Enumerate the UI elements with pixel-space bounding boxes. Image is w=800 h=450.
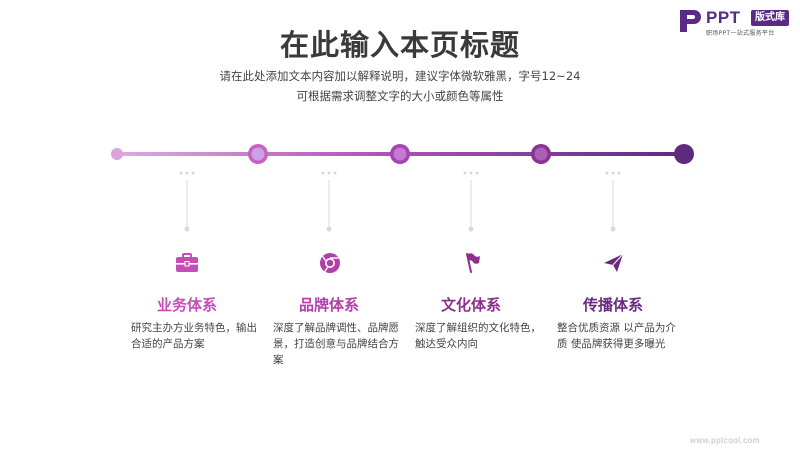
timeline-node-1	[248, 144, 268, 164]
item-desc-culture: 深度了解组织的文化特色，触达受众内向	[415, 322, 541, 350]
timeline-node-2	[390, 144, 410, 164]
briefcase-icon	[176, 253, 198, 272]
connector-1	[179, 171, 195, 232]
timeline-start-dot	[111, 148, 123, 160]
logo-brand-text: PPT	[706, 8, 741, 27]
subtitle-line-2: 可根据需求调整文字的大小或颜色等属性	[296, 89, 504, 103]
connector-4	[605, 171, 621, 232]
brand-logo: PPT 版式库 职场PPT一站式服务平台	[678, 8, 796, 38]
connector-2	[321, 171, 337, 232]
item-title-culture: 文化体系	[440, 296, 501, 314]
subtitle-line-1: 请在此处添加文本内容加以解释说明，建议字体微软雅黑，字号12~24	[219, 69, 581, 83]
timeline-end-dot	[674, 144, 694, 164]
item-desc-business: 研究主办方业务特色，输出合适的产品方案	[131, 322, 257, 350]
item-desc-brand: 深度了解品牌调性、品牌愿景，打造创意与品牌结合方案	[273, 322, 399, 366]
item-title-business: 业务体系	[156, 296, 217, 314]
page-subtitle: 请在此处添加文本内容加以解释说明，建议字体微软雅黑，字号12~24 可根据需求调…	[0, 66, 800, 106]
connector-3	[463, 171, 479, 232]
logo-tagline: 职场PPT一站式服务平台	[706, 30, 775, 37]
item-title-brand: 品牌体系	[298, 296, 359, 314]
chrome-icon	[320, 253, 340, 275]
item-title-communication: 传播体系	[582, 296, 643, 314]
flag-icon	[466, 253, 480, 273]
timeline-node-3	[531, 144, 551, 164]
item-desc-communication: 整合优质资源 以产品为介质 使品牌获得更多曝光	[557, 322, 676, 350]
footer-url: www.pptcool.com	[690, 436, 760, 445]
page-title: 在此输入本页标题	[279, 28, 520, 62]
logo-badge: 版式库	[751, 10, 789, 26]
paper-plane-icon	[604, 253, 624, 272]
logo-p-icon	[680, 10, 701, 32]
